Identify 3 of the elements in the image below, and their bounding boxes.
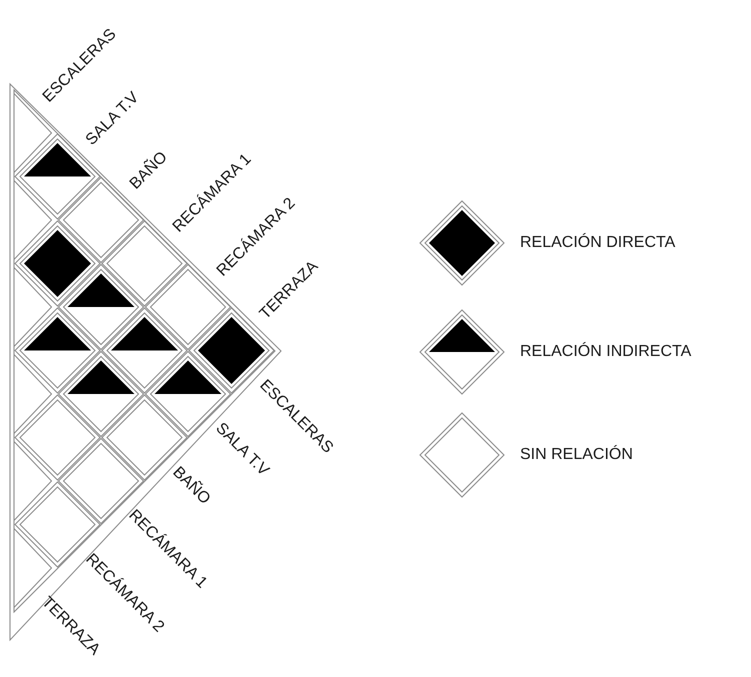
legend-label: RELACIÓN INDIRECTA [520, 343, 692, 361]
legend-label: RELACIÓN DIRECTA [520, 234, 676, 252]
legend-label: SIN RELACIÓN [520, 446, 633, 464]
